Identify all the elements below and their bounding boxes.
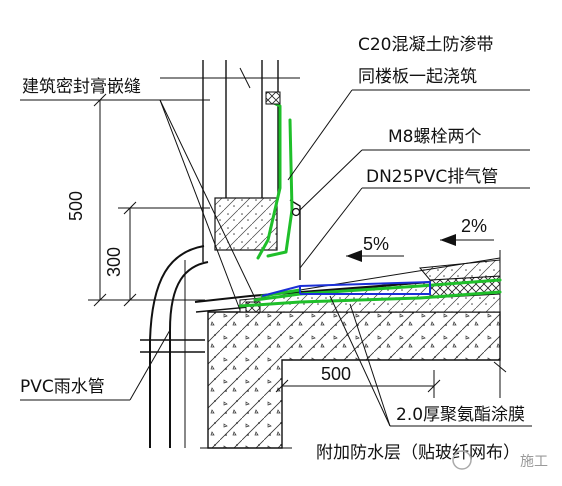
dimension-lines — [85, 93, 441, 398]
vent-pipe — [261, 280, 431, 297]
waterproof-membrane — [238, 100, 502, 308]
slope-arrow-2 — [440, 234, 494, 246]
bolt-head-icon — [291, 207, 301, 217]
dimension-width-500: 500 — [321, 364, 351, 384]
label-c20-line1: C20混凝土防渗带 — [358, 35, 494, 55]
label-sealant: 建筑密封膏嵌缝 — [22, 76, 141, 97]
slope-label-5: 5% — [363, 234, 389, 254]
watermark-logo-icon — [452, 450, 472, 470]
label-coating: 2.0厚聚氨酯涂膜 — [396, 405, 525, 425]
label-pvc-downpipe: PVC雨水管 — [20, 377, 105, 397]
label-extra-layer: 附加防水层（贴玻纤网布） — [316, 443, 520, 463]
drain-outlet — [194, 199, 431, 313]
slope-label-2: 2% — [461, 216, 487, 236]
watermark: 施工 — [452, 450, 548, 470]
label-vent-pipe: DN25PVC排气管 — [366, 167, 498, 187]
dimension-height-500: 500 — [66, 191, 86, 221]
label-c20-line2: 同楼板一起浇筑 — [358, 67, 477, 87]
dimension-height-300: 300 — [104, 247, 124, 277]
floor-slab — [200, 250, 507, 449]
pvc-downpipe — [140, 245, 209, 448]
watermark-text: 施工 — [520, 454, 548, 470]
label-bolts: M8螺栓两个 — [388, 127, 481, 147]
sealant-cap — [265, 91, 281, 105]
slope-arrow-5 — [346, 250, 404, 262]
leader-lines — [20, 89, 532, 427]
